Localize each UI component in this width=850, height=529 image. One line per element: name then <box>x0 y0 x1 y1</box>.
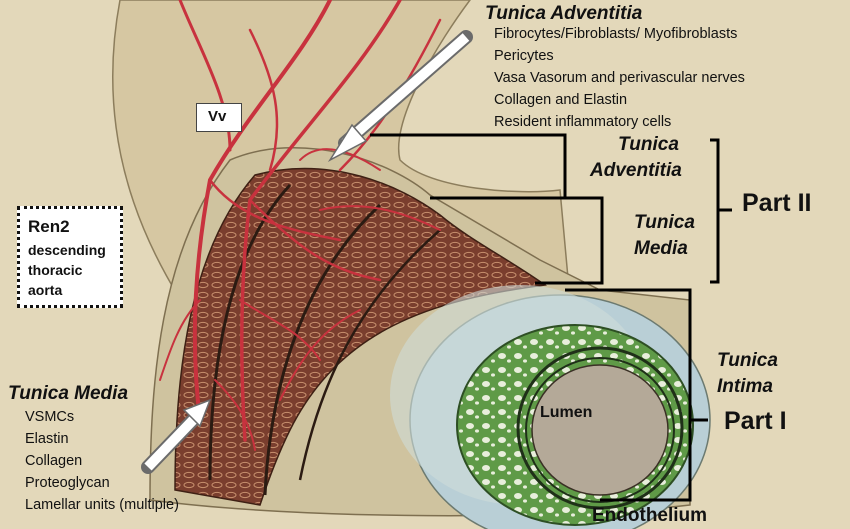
ren2-label-box: Ren2 descending thoracic aorta <box>17 206 123 308</box>
vv-label-box: Vv <box>196 103 242 132</box>
bracket-media-line1: Tunica <box>634 212 695 233</box>
adventitia-item-4: Collagen and Elastin <box>494 92 628 108</box>
part-i-label: Part I <box>724 407 787 435</box>
vv-label: Vv <box>208 108 227 125</box>
media-item-2: Elastin <box>25 431 69 447</box>
intima-line2: Intima <box>717 376 773 397</box>
arrow-to-adventitia <box>327 30 473 162</box>
adventitia-item-2: Pericytes <box>494 48 554 64</box>
ren2-line-thoracic: thoracic <box>28 262 83 278</box>
adventitia-item-5: Resident inflammatory cells <box>494 114 672 130</box>
adventitia-item-1: Fibrocytes/Fibroblasts/ Myofibroblasts <box>494 26 738 42</box>
part-ii-label: Part II <box>742 189 812 217</box>
ren2-title: Ren2 <box>28 217 70 236</box>
bracket-media-line2: Media <box>634 238 688 259</box>
media-item-4: Proteoglycan <box>25 475 110 491</box>
media-item-5: Lamellar units (multiple) <box>25 497 179 513</box>
adventitia-header: Tunica Adventitia <box>485 3 643 24</box>
tunica-media-band <box>174 167 547 506</box>
ren2-line-descending: descending <box>28 242 106 258</box>
media-item-1: VSMCs <box>25 409 75 425</box>
media-item-3: Collagen <box>25 453 83 469</box>
adventitia-item-3: Vasa Vasorum and perivascular nerves <box>494 70 745 86</box>
bracket-adventitia-line1: Tunica <box>618 134 679 155</box>
bracket-adventitia-line2: Adventitia <box>590 160 682 181</box>
arrow-to-media <box>141 398 212 474</box>
intima-line1: Tunica <box>717 350 778 371</box>
media-header: Tunica Media <box>8 383 129 404</box>
layer-brackets <box>370 133 732 502</box>
lumen-area <box>531 364 669 496</box>
ren2-line-aorta: aorta <box>28 282 63 298</box>
endothelium-label: Endothelium <box>592 505 708 526</box>
lumen-label: Lumen <box>540 404 593 421</box>
